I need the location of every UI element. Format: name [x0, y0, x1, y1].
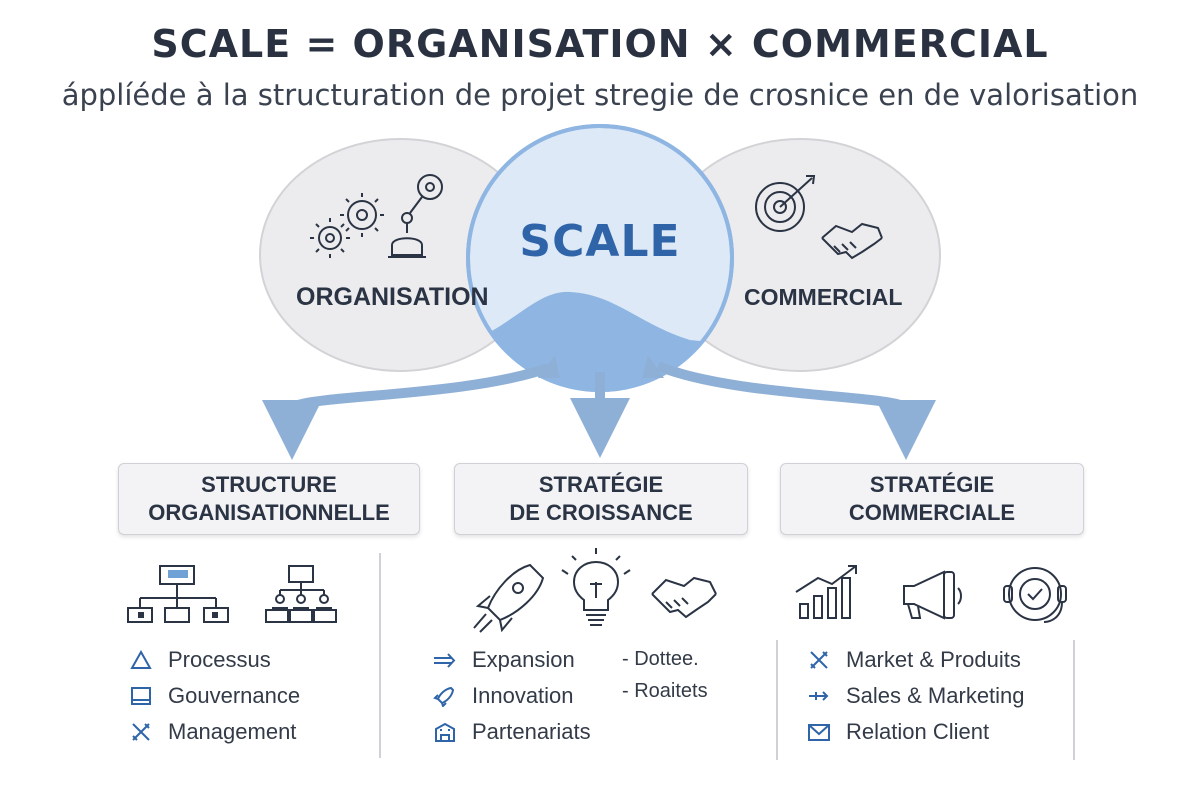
commercial-label: COMMERCIAL [744, 284, 903, 310]
item-label: Processus [168, 647, 271, 672]
list-item: Innovation [432, 680, 574, 712]
column-divider [379, 553, 381, 758]
list-item: Management [128, 716, 296, 748]
arrow-right [656, 361, 936, 460]
target-icon [755, 175, 816, 232]
list-item: Expansion [432, 644, 575, 676]
building-icon [432, 720, 458, 744]
list-item: Processus [128, 644, 271, 676]
column-divider [1073, 640, 1075, 760]
box-line-1: STRUCTURE [201, 472, 337, 497]
rocket-small-icon [432, 684, 458, 708]
lightbulb-icon [561, 548, 631, 626]
extra-item: - Dottee. [622, 648, 699, 670]
headset-icon [1003, 567, 1067, 623]
arrow-in-left [538, 355, 560, 378]
item-label: Expansion [472, 647, 575, 672]
gears-icon [310, 193, 384, 258]
page-title: SCALE = ORGANISATION × COMMERCIAL [151, 22, 1049, 66]
list-item: Gouvernance [128, 680, 300, 712]
bar-chart-icon [795, 565, 857, 619]
rocket-icon [473, 563, 545, 633]
tools-icon [806, 648, 832, 672]
box-strategie-commerciale: STRATÉGIE COMMERCIALE [780, 463, 1084, 535]
square-icon [128, 684, 154, 708]
box-line-1: STRATÉGIE [869, 472, 995, 497]
list-item: Sales & Marketing [806, 680, 1025, 712]
tools-icon [128, 720, 154, 744]
extra-item: - Roaitets [622, 680, 708, 702]
triangle-icon [128, 648, 154, 672]
item-label: Relation Client [846, 719, 990, 744]
org-chart-icon [127, 565, 229, 623]
handshake-icon [651, 576, 717, 619]
organisation-label: ORGANISATION [296, 283, 489, 311]
scale-label: SCALE [519, 216, 681, 267]
list-item: Partenariats [432, 716, 591, 748]
hierarchy-icon [265, 565, 337, 623]
box-line-2: COMMERCIALE [848, 500, 1016, 525]
box-strategie-croissance: STRATÉGIE DE CROISSANCE [454, 463, 748, 535]
item-label: Sales & Marketing [846, 683, 1025, 708]
handshake-icon [821, 222, 883, 260]
plus-arrow-icon [806, 684, 832, 708]
megaphone-icon [903, 570, 962, 620]
arrow-right-icon [432, 648, 458, 672]
box-structure-organisationnelle: STRUCTURE ORGANISATIONNELLE [118, 463, 420, 535]
robot-arm-icon [388, 174, 443, 258]
item-label: Management [168, 719, 297, 744]
arrow-left [261, 363, 550, 460]
list-item: Relation Client [806, 716, 989, 748]
list-item: Market & Produits [806, 644, 1021, 676]
item-label: Innovation [472, 683, 574, 708]
arrow-in-right [642, 355, 664, 378]
page-subtitle: ápplíéde à la structuration de projet st… [61, 78, 1139, 112]
item-label: Gouvernance [168, 683, 301, 708]
box-line-2: DE CROISSANCE [509, 500, 693, 525]
column-divider [776, 640, 778, 760]
box-line-2: ORGANISATIONNELLE [148, 500, 390, 525]
item-label: Partenariats [472, 719, 591, 744]
envelope-icon [806, 720, 832, 744]
item-label: Market & Produits [846, 647, 1021, 672]
box-line-1: STRATÉGIE [538, 472, 664, 497]
